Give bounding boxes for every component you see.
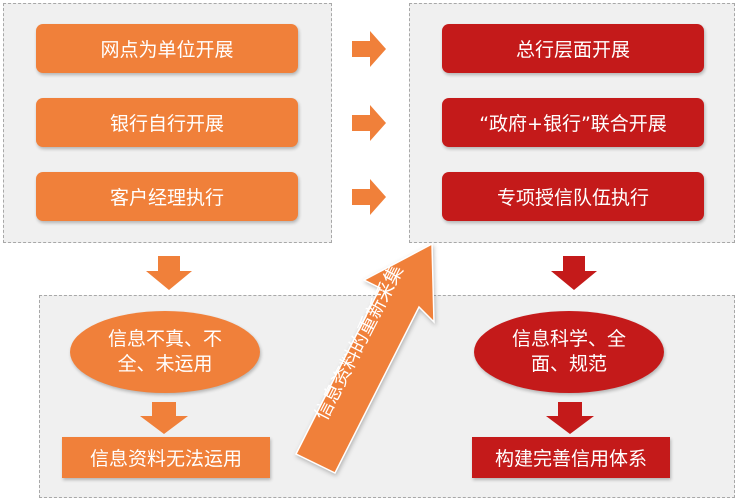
bottom-left-result: 信息资料无法运用 — [62, 437, 270, 478]
right-arrow-3 — [352, 179, 386, 215]
bottom-right-ellipse: 信息科学、全面、规范 — [474, 311, 664, 393]
bottom-right-result: 构建完善信用体系 — [472, 437, 670, 478]
bottom-left-ellipse-text: 信息不真、不全、未运用 — [107, 328, 222, 375]
right-step-3: 专项授信队伍执行 — [442, 172, 704, 221]
down-arrow-left-top — [146, 256, 192, 290]
right-step-1: 总行层面开展 — [442, 24, 704, 73]
bottom-right-ellipse-text: 信息科学、全面、规范 — [511, 328, 626, 375]
down-arrow-right-bottom — [546, 402, 594, 434]
right-arrow-2 — [352, 105, 386, 141]
down-arrow-right-top — [551, 256, 597, 290]
right-step-2: “政府+银行”联合开展 — [442, 98, 704, 147]
right-arrow-1 — [352, 31, 386, 67]
left-step-1: 网点为单位开展 — [36, 24, 298, 73]
down-arrow-left-bottom — [140, 402, 188, 434]
bottom-left-ellipse: 信息不真、不全、未运用 — [70, 311, 260, 393]
left-step-2: 银行自行开展 — [36, 98, 298, 147]
left-step-3: 客户经理执行 — [36, 172, 298, 221]
